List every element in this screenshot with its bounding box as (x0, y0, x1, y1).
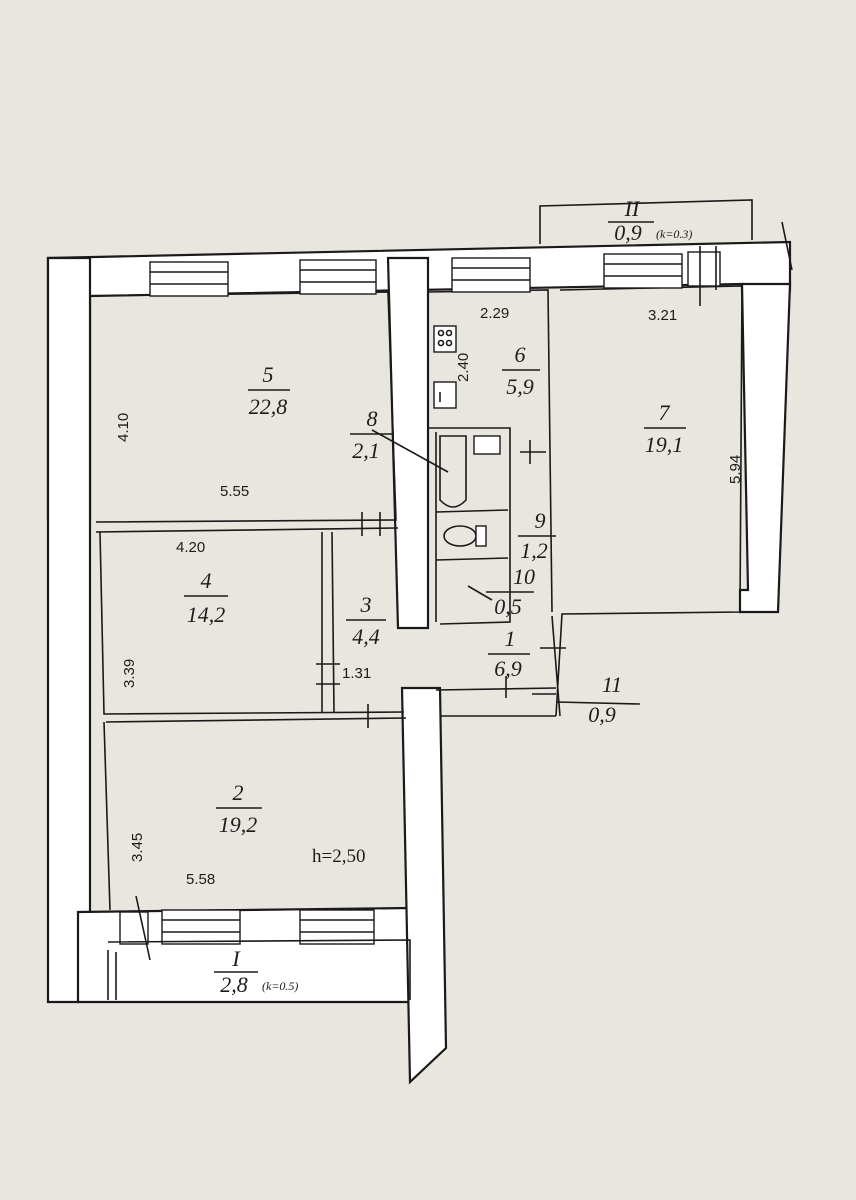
svg-text:6: 6 (515, 342, 526, 367)
room-6-label: 6 5,9 (502, 342, 540, 399)
washbasin-icon (473, 435, 501, 455)
svg-text:(k=0.5): (k=0.5) (262, 979, 298, 993)
svg-text:2,1: 2,1 (352, 438, 380, 463)
balcony-labels: II 0,9 (k=0.3) I 2,8 (k=0.5) (214, 196, 692, 997)
svg-text:0,9: 0,9 (614, 220, 642, 245)
svg-text:5: 5 (263, 362, 274, 387)
svg-text:1.31: 1.31 (342, 665, 371, 682)
svg-text:9: 9 (535, 508, 546, 533)
room-8-label: 8 2,1 (350, 406, 392, 463)
svg-text:3.21: 3.21 (648, 307, 677, 324)
door-marks (135, 221, 793, 961)
balcony-II-label: II 0,9 (k=0.3) (608, 196, 692, 245)
room-7-label: 7 19,1 (644, 400, 686, 457)
svg-text:2.29: 2.29 (480, 305, 509, 322)
toilet-icon (443, 525, 477, 547)
bathtub-icon (439, 435, 467, 508)
room-3-label: 3 4,4 (346, 592, 386, 649)
leader-line-room-8 (371, 429, 449, 473)
svg-text:5.58: 5.58 (186, 871, 215, 888)
svg-text:4.10: 4.10 (115, 413, 132, 442)
svg-text:10: 10 (513, 564, 535, 589)
svg-text:4,4: 4,4 (352, 624, 380, 649)
svg-text:I: I (231, 946, 241, 971)
svg-text:(k=0.3): (k=0.3) (656, 227, 692, 241)
svg-text:2: 2 (233, 780, 244, 805)
room-1-label: 1 6,9 (488, 626, 530, 681)
svg-text:6,9: 6,9 (494, 656, 522, 681)
room-2-label: 2 19,2 (216, 780, 262, 837)
svg-text:0,5: 0,5 (494, 594, 522, 619)
balconies (107, 199, 753, 1000)
room-9-label: 9 1,2 (518, 508, 556, 563)
svg-text:3: 3 (360, 592, 372, 617)
svg-text:II: II (624, 196, 641, 221)
svg-text:11: 11 (602, 672, 622, 697)
balcony-I-label: I 2,8 (k=0.5) (214, 946, 298, 997)
dimension-labels: 4.10 5.55 4.20 3.39 1.31 3.45 5.58 2.29 … (115, 305, 744, 888)
sink-icon (433, 381, 457, 409)
svg-text:19,2: 19,2 (219, 812, 258, 837)
svg-text:4: 4 (201, 568, 212, 593)
svg-text:5.94: 5.94 (727, 455, 744, 484)
svg-text:1: 1 (505, 626, 516, 651)
room-labels: 5 22,8 8 2,1 6 5,9 7 19,1 9 1,2 10 0,5 (184, 342, 686, 837)
svg-text:0,9: 0,9 (588, 702, 616, 727)
svg-text:7: 7 (659, 400, 671, 425)
svg-text:5.55: 5.55 (220, 483, 249, 500)
interior-lines (89, 285, 743, 911)
room-5-label: 5 22,8 (248, 362, 290, 419)
fixtures (433, 325, 501, 547)
svg-text:3.45: 3.45 (129, 833, 146, 862)
ceiling-height: h=2,50 (312, 846, 365, 867)
svg-text:5,9: 5,9 (506, 374, 534, 399)
svg-text:4.20: 4.20 (176, 539, 205, 556)
svg-text:2.40: 2.40 (455, 353, 472, 382)
svg-text:14,2: 14,2 (187, 602, 226, 627)
room-4-label: 4 14,2 (184, 568, 228, 627)
svg-text:19,1: 19,1 (645, 432, 684, 457)
svg-text:22,8: 22,8 (249, 394, 288, 419)
svg-text:3.39: 3.39 (121, 659, 138, 688)
svg-text:1,2: 1,2 (520, 538, 548, 563)
room-11-label: 11 0,9 (588, 672, 622, 727)
windows (119, 251, 721, 945)
svg-text:8: 8 (367, 406, 378, 431)
walls (46, 240, 792, 1085)
svg-text:2,8: 2,8 (220, 972, 248, 997)
stove-icon (433, 325, 457, 353)
room-10-label: 10 0,5 (486, 564, 535, 619)
